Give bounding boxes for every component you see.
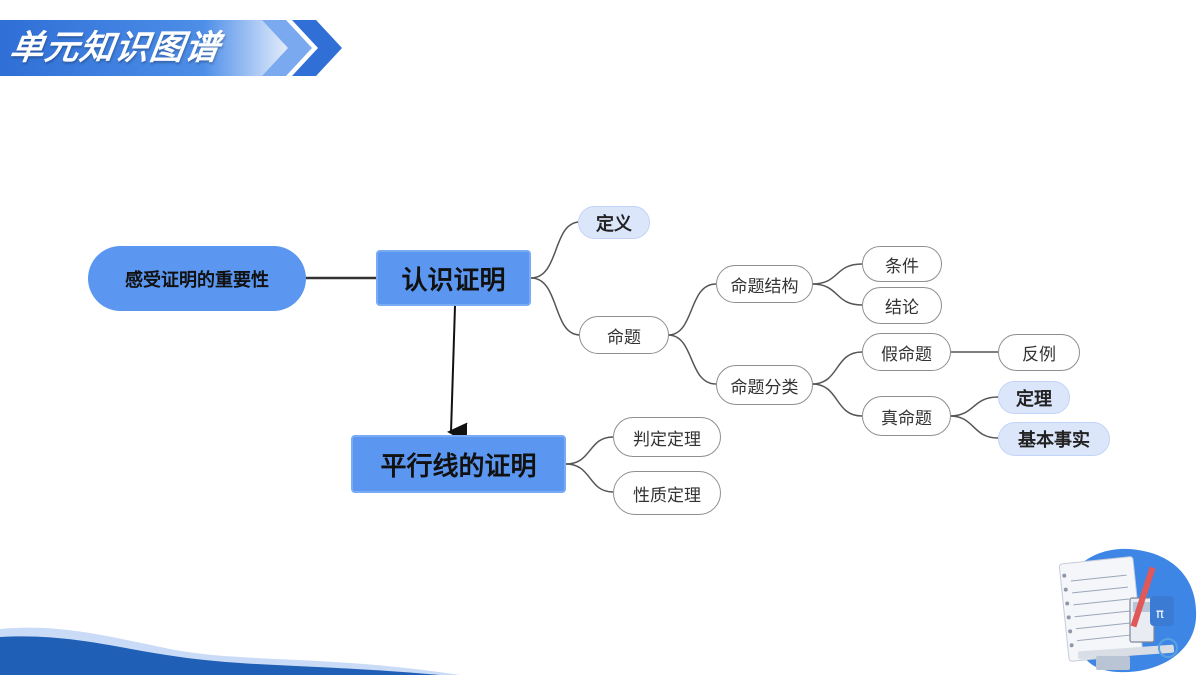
root-node[interactable]: 感受证明的重要性 bbox=[88, 246, 306, 311]
node-true-proposition[interactable]: 真命题 bbox=[862, 396, 951, 436]
node-counterexample[interactable]: 反例 bbox=[998, 334, 1080, 371]
node-conclusion[interactable]: 结论 bbox=[862, 287, 942, 324]
svg-text:π: π bbox=[1156, 607, 1164, 622]
node-theorem[interactable]: 定理 bbox=[998, 381, 1070, 414]
node-proposition-structure[interactable]: 命题结构 bbox=[716, 265, 813, 303]
chevron-arrows-icon bbox=[262, 20, 342, 76]
node-proposition[interactable]: 命题 bbox=[579, 316, 669, 354]
math-notebook-illustration: π bbox=[1058, 548, 1197, 673]
node-false-proposition[interactable]: 假命题 bbox=[862, 333, 951, 371]
node-property-theorem[interactable]: 性质定理 bbox=[613, 471, 721, 515]
node-judgement-theorem[interactable]: 判定定理 bbox=[613, 417, 721, 457]
node-basic-fact[interactable]: 基本事实 bbox=[998, 422, 1110, 456]
node-definition[interactable]: 定义 bbox=[578, 206, 650, 239]
header-band bbox=[0, 20, 290, 76]
node-proposition-classification[interactable]: 命题分类 bbox=[716, 365, 813, 405]
wave-decoration bbox=[0, 627, 460, 675]
main-node-understand-proof[interactable]: 认识证明 bbox=[376, 250, 531, 306]
main-node-parallel-lines-proof[interactable]: 平行线的证明 bbox=[351, 435, 566, 493]
node-condition[interactable]: 条件 bbox=[862, 246, 942, 282]
